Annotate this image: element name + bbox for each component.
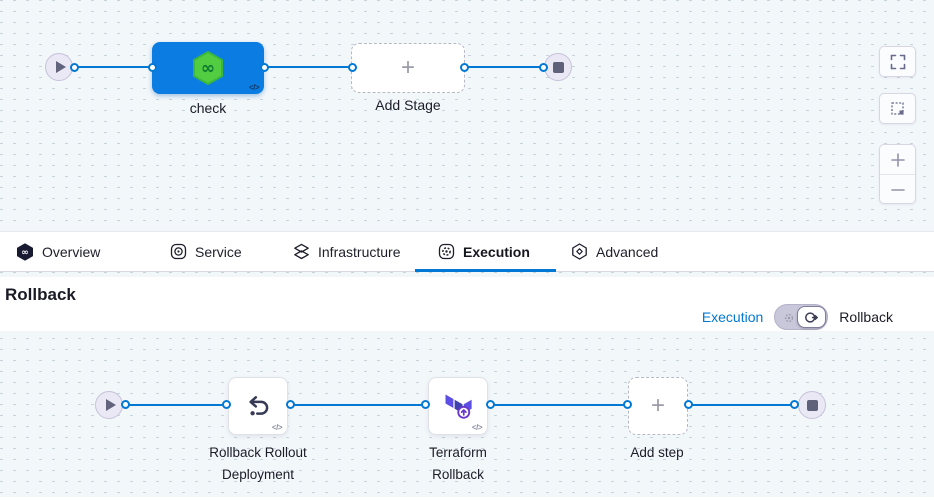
plus-icon: + [400, 54, 415, 81]
connector-port [623, 400, 632, 409]
step-name-label: Rollback Rollout Deployment [209, 445, 307, 482]
connector-line [74, 66, 152, 68]
rollback-mode-label: Rollback [839, 309, 893, 325]
rollback-end-node[interactable] [798, 391, 826, 419]
stop-icon [807, 400, 818, 411]
terraform-icon [445, 394, 472, 419]
play-icon [106, 399, 116, 411]
rollback-header: Rollback Execution Rollback [0, 277, 934, 331]
marquee-select-icon [890, 101, 904, 115]
connector-line [290, 404, 425, 406]
gear-icon [785, 313, 794, 323]
add-stage-label: Add Stage [375, 97, 441, 113]
stage-node-check[interactable]: ∞ </> [152, 42, 264, 94]
cd-hexagon-icon: ∞ [193, 51, 223, 85]
yaml-code-icon[interactable]: </> [471, 423, 483, 432]
execution-icon [438, 243, 455, 260]
connector-port [486, 400, 495, 409]
connector-port [460, 63, 469, 72]
plus-icon: + [650, 392, 665, 419]
stage-config-tabbar: ∞ Overview Service Infrastructure [0, 231, 934, 272]
section-title: Rollback [5, 285, 76, 304]
connector-line [464, 66, 543, 68]
service-icon [170, 243, 187, 260]
connector-port [286, 400, 295, 409]
tab-execution[interactable]: Execution [438, 232, 530, 271]
tab-advanced[interactable]: Advanced [571, 232, 658, 271]
tab-overview[interactable]: ∞ Overview [16, 232, 100, 271]
connector-port [148, 63, 157, 72]
yaml-code-icon[interactable]: </> [271, 423, 283, 432]
pipeline-end-node[interactable] [544, 53, 572, 81]
connector-port [790, 400, 799, 409]
step-terraform-rollback[interactable]: </> [428, 377, 488, 435]
toggle-thumb[interactable] [797, 306, 827, 328]
pipeline-icon: ∞ [16, 242, 34, 261]
undo-arrow-icon [249, 396, 269, 416]
stage-canvas[interactable]: ∞ </> check + Add Stage [0, 0, 934, 231]
zoom-out-button[interactable] [880, 175, 915, 204]
svg-text:∞: ∞ [21, 248, 29, 258]
zoom-in-button[interactable] [880, 145, 915, 174]
connector-port [70, 63, 79, 72]
add-step-button[interactable]: + [628, 377, 688, 435]
advanced-icon [572, 243, 587, 260]
marquee-select-button[interactable] [879, 93, 916, 124]
step-name-label: Terraform Rollback [429, 445, 487, 482]
add-stage-button[interactable]: + [351, 43, 465, 93]
stop-icon [553, 62, 564, 73]
canvas-edge [0, 497, 934, 500]
yaml-code-icon[interactable]: </> [248, 83, 260, 92]
minus-icon [890, 188, 905, 191]
fullscreen-button[interactable] [879, 46, 916, 77]
execution-mode-link[interactable]: Execution [701, 309, 764, 325]
connector-port [684, 400, 693, 409]
connector-port [222, 400, 231, 409]
tab-infrastructure[interactable]: Infrastructure [293, 232, 400, 271]
connector-line [490, 404, 627, 406]
play-icon [56, 61, 66, 73]
tab-label: Infrastructure [318, 243, 401, 260]
rollback-mode-icon [805, 311, 819, 323]
connector-line [125, 404, 226, 406]
fullscreen-icon [890, 54, 905, 69]
divider [880, 174, 915, 175]
connector-port [121, 400, 130, 409]
connector-line [688, 404, 794, 406]
connector-port [421, 400, 430, 409]
connector-port [348, 63, 357, 72]
active-tab-underline [415, 269, 556, 272]
tab-label: Execution [463, 243, 530, 260]
rollback-start-node[interactable] [95, 391, 123, 419]
stage-name-label: check [189, 100, 227, 116]
tab-label: Service [195, 243, 242, 260]
add-step-label: Add step [630, 445, 684, 460]
svg-text:∞: ∞ [201, 59, 215, 79]
connector-port [539, 63, 548, 72]
plus-icon [890, 152, 905, 167]
tab-service[interactable]: Service [170, 232, 242, 271]
tab-label: Overview [42, 243, 101, 260]
mode-switcher: Execution Rollback [702, 304, 893, 330]
step-rollback-rollout-deployment[interactable]: </> [228, 377, 288, 435]
execution-rollback-toggle[interactable] [774, 304, 829, 330]
tab-label: Advanced [596, 243, 659, 260]
infrastructure-icon [294, 243, 309, 260]
connector-port [260, 63, 269, 72]
zoom-controls [879, 144, 916, 204]
pipeline-start-node[interactable] [45, 53, 73, 81]
connector-line [264, 66, 352, 68]
